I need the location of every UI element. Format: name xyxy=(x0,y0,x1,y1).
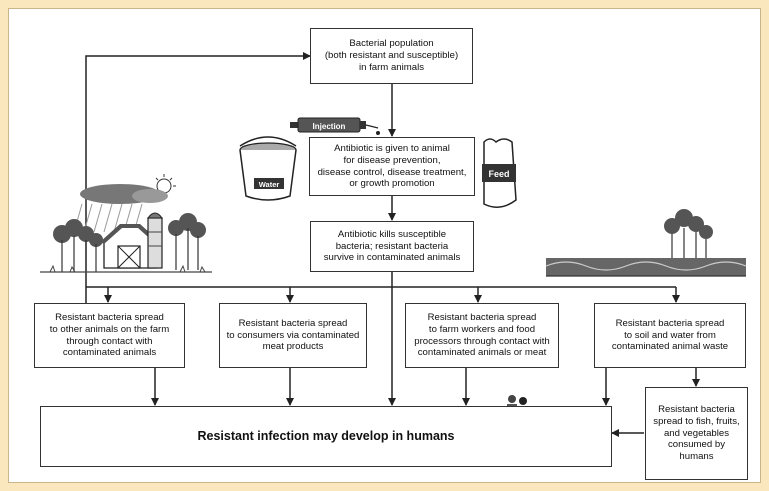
bucket-label: Water xyxy=(259,180,280,189)
syringe-icon xyxy=(290,117,380,135)
box-spread-workers: Resistant bacteria spread to farm worker… xyxy=(405,303,559,368)
silo-icon xyxy=(147,212,163,269)
box-spread-produce: Resistant bacteria spread to fish, fruit… xyxy=(645,387,748,480)
farm-illustration xyxy=(40,212,212,273)
feed-sack-icon xyxy=(482,138,517,208)
syringe-label: Injection xyxy=(313,122,346,131)
tree-icon xyxy=(664,209,713,239)
water-bucket-icon xyxy=(239,136,297,201)
tree-icon xyxy=(168,213,206,238)
soil-water-illustration xyxy=(545,209,747,277)
box-spread-consumers: Resistant bacteria spread to consumers v… xyxy=(219,303,367,368)
box-bacterial-population: Bacterial population (both resistant and… xyxy=(310,28,473,84)
box-spread-soil: Resistant bacteria spread to soil and wa… xyxy=(594,303,746,368)
box-resistant-infection: Resistant infection may develop in human… xyxy=(40,406,612,467)
box-antibiotic-kills: Antibiotic kills susceptible bacteria; r… xyxy=(310,221,474,272)
rain-cloud-icon xyxy=(73,184,168,233)
box-spread-animals: Resistant bacteria spread to other anima… xyxy=(34,303,185,368)
box-antibiotic-given: Antibiotic is given to animal for diseas… xyxy=(309,137,475,196)
tree-icon xyxy=(53,219,103,247)
arrow-feedback-loop xyxy=(85,52,311,303)
sack-label: Feed xyxy=(488,169,509,179)
